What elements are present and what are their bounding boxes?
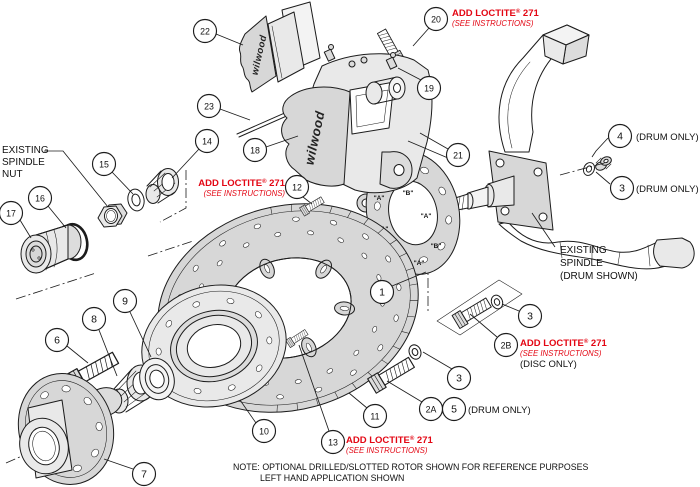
svg-text:16: 16 — [35, 194, 45, 204]
svg-text:14: 14 — [202, 137, 212, 147]
svg-text:13: 13 — [328, 438, 338, 448]
existing-spindle-nut-label-2: SPINDLE — [2, 157, 45, 168]
loctite-note-subtitle: (SEE INSTRUCTIONS) — [452, 19, 534, 28]
callout-13: 13 — [320, 429, 346, 455]
callout-19: 19 — [416, 75, 442, 101]
bracket-hole-label: "B" — [403, 190, 414, 197]
callout-2A: 2A — [418, 396, 444, 422]
callout-23: 23 — [196, 93, 222, 119]
grease-seal — [139, 357, 175, 401]
svg-text:5: 5 — [451, 404, 457, 416]
existing-spindle-nut-label-3: NUT — [2, 169, 23, 180]
callout-2B: 2B — [493, 332, 519, 358]
note-line-2: LEFT HAND APPLICATION SHOWN — [260, 473, 404, 483]
loctite-note-title: ADD LOCTITE® 271 — [452, 8, 539, 19]
hub — [17, 373, 123, 485]
svg-text:2B: 2B — [501, 341, 512, 351]
callout-12: 12 — [284, 174, 310, 200]
callout-7: 7 — [131, 461, 157, 487]
existing-spindle — [448, 24, 695, 270]
svg-text:8: 8 — [91, 314, 97, 326]
existing-spindle-label-1: EXISTING — [560, 245, 607, 256]
brake-caliper: wilwood — [281, 44, 433, 194]
callout-5: 5 — [441, 396, 467, 422]
drum-only-label-mid: (DRUM ONLY) — [636, 184, 699, 195]
loctite-note-subtitle: (SEE INSTRUCTIONS) — [204, 189, 286, 198]
callout-11: 11 — [362, 403, 388, 429]
svg-text:20: 20 — [431, 15, 441, 25]
svg-text:10: 10 — [259, 427, 269, 437]
dust-cap — [20, 224, 82, 274]
bracket-hole-label: "A" — [414, 260, 425, 267]
loctite-note-title: ADD LOCTITE® 271 — [198, 178, 285, 189]
drum-only-label-top: (DRUM ONLY) — [636, 132, 699, 143]
callout-17: 17 — [0, 200, 24, 226]
svg-text:9: 9 — [122, 296, 128, 308]
callout-15: 15 — [91, 151, 117, 177]
svg-text:22: 22 — [200, 27, 210, 37]
svg-text:3: 3 — [527, 311, 533, 323]
callout-14: 14 — [194, 128, 220, 154]
svg-text:17: 17 — [6, 209, 16, 219]
spindle-leader — [531, 212, 556, 248]
svg-text:11: 11 — [370, 412, 379, 422]
loctite-note-subtitle: (SEE INSTRUCTIONS) — [346, 446, 428, 455]
bolt-2b — [451, 295, 493, 329]
callout-21: 21 — [445, 142, 471, 168]
disc-only-label: (DISC ONLY) — [520, 359, 577, 370]
callout-22: 22 — [192, 18, 218, 44]
callout-9: 9 — [112, 288, 138, 314]
outer-bearing — [145, 168, 179, 204]
callout-3: 3 — [517, 303, 543, 329]
svg-text:1: 1 — [379, 287, 385, 299]
spindle-nut — [97, 203, 128, 228]
labels-layer: EXISTING SPINDLE NUT EXISTING SPINDLE (D… — [2, 8, 699, 483]
svg-text:2A: 2A — [426, 405, 437, 415]
callout-8: 8 — [81, 306, 107, 332]
existing-spindle-label-2: SPINDLE — [560, 258, 603, 269]
svg-text:4: 4 — [617, 131, 623, 143]
bracket-hole-label: "B" — [431, 243, 442, 250]
callout-6: 6 — [44, 327, 70, 353]
svg-text:12: 12 — [292, 183, 302, 193]
svg-text:6: 6 — [54, 335, 60, 347]
bracket-hole-label: "A" — [374, 195, 385, 202]
mount-plane — [436, 279, 523, 336]
callout-20: 20 — [423, 6, 449, 32]
existing-spindle-label-3: (DRUM SHOWN) — [560, 271, 638, 282]
svg-text:3: 3 — [456, 373, 462, 385]
loctite-note-title: ADD LOCTITE® 271 — [346, 435, 433, 446]
rotor-hat — [141, 284, 287, 408]
loctite-note-subtitle: (SEE INSTRUCTIONS) — [520, 349, 602, 358]
drum-only-label-bottom: (DRUM ONLY) — [468, 405, 531, 416]
svg-text:15: 15 — [99, 160, 109, 170]
svg-text:3: 3 — [619, 183, 625, 195]
washer-2b — [488, 293, 506, 311]
leader-lines — [19, 27, 611, 470]
brake-rotor — [157, 203, 419, 413]
spindle-nut-leader — [44, 150, 109, 208]
svg-text:18: 18 — [250, 146, 260, 156]
callout-10: 10 — [251, 418, 277, 444]
svg-text:21: 21 — [453, 151, 463, 161]
svg-text:7: 7 — [141, 469, 147, 481]
callout-16: 16 — [27, 185, 53, 211]
note-line-1: NOTE: OPTIONAL DRILLED/SLOTTED ROTOR SHO… — [233, 462, 588, 472]
svg-text:19: 19 — [424, 84, 434, 94]
callout-3: 3 — [609, 175, 635, 201]
callout-4: 4 — [607, 123, 633, 149]
callout-1: 1 — [369, 279, 395, 305]
loctite-note-title: ADD LOCTITE® 271 — [520, 338, 607, 349]
brake-pads: wilwood — [239, 1, 321, 93]
existing-spindle-nut-label-1: EXISTING — [2, 145, 49, 156]
drum-nut-washer — [580, 156, 612, 178]
callout-3: 3 — [446, 365, 472, 391]
callout-18: 18 — [242, 137, 268, 163]
bracket-hole-label: "A" — [421, 213, 432, 220]
svg-text:23: 23 — [204, 102, 214, 112]
spindle-washer — [127, 188, 145, 212]
